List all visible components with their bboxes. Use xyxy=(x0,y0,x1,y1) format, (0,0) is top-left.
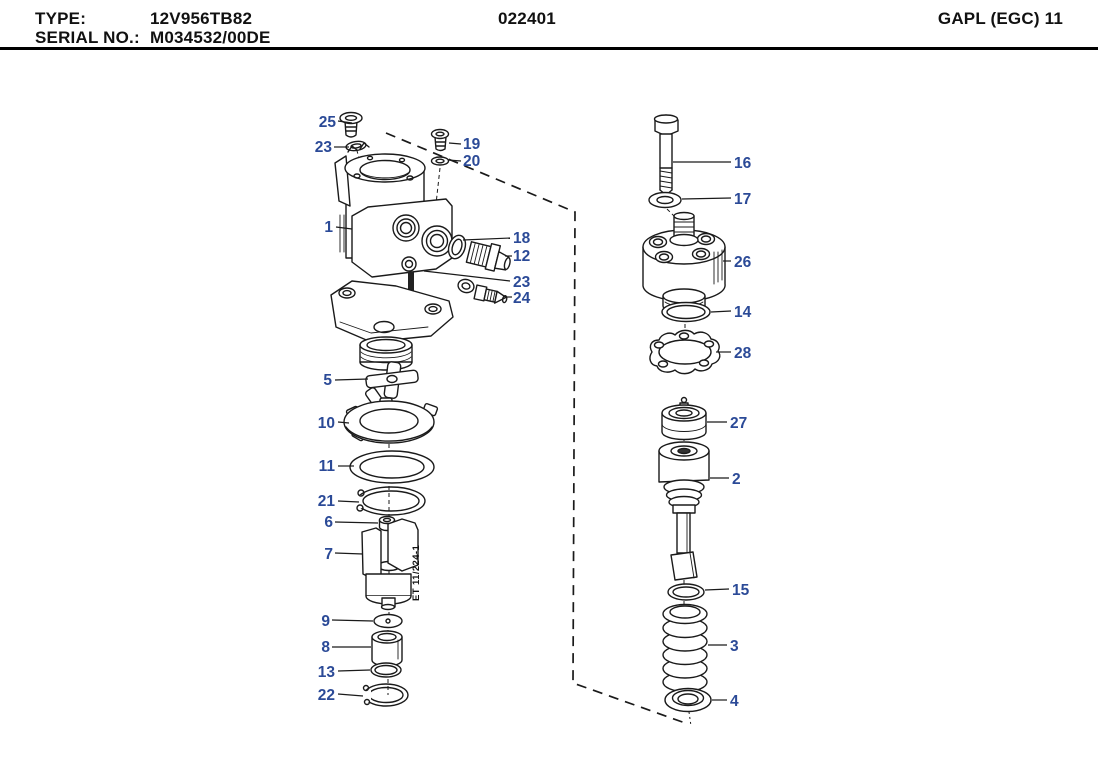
callout-18: 18 xyxy=(513,230,531,247)
callout-21: 21 xyxy=(318,493,336,510)
part-1-pump-housing xyxy=(330,142,454,371)
part-26-valve-block xyxy=(642,211,726,314)
callout-13: 13 xyxy=(318,664,336,681)
callout-28: 28 xyxy=(734,345,752,362)
part-10-cam-ring xyxy=(343,397,439,444)
callout-9: 9 xyxy=(321,613,330,630)
part-17-washer xyxy=(648,191,682,209)
page-reference: GAPL (EGC) 11 xyxy=(937,9,1063,28)
callout-12: 12 xyxy=(513,248,530,265)
part-2-delivery-valve xyxy=(658,441,710,581)
callout-23-lower: 23 xyxy=(513,274,531,291)
callout-22: 22 xyxy=(318,687,335,704)
part-11-shim-ring xyxy=(349,450,435,484)
callout-14: 14 xyxy=(734,304,752,321)
part-3-spring xyxy=(662,603,708,693)
type-value: 12V956TB82 xyxy=(150,9,253,28)
doc-number: 022401 xyxy=(498,9,556,28)
part-23-washer-lower xyxy=(457,278,475,294)
callout-4: 4 xyxy=(730,693,739,710)
callout-23-upper: 23 xyxy=(315,139,333,156)
callout-16: 16 xyxy=(734,155,752,172)
part-18-sealing-washer xyxy=(447,234,467,260)
callout-11: 11 xyxy=(319,458,336,475)
part-12-threaded-fitting xyxy=(465,241,511,272)
callout-17: 17 xyxy=(734,191,751,208)
part-13-ring xyxy=(370,662,402,678)
callout-27: 27 xyxy=(730,415,747,432)
callout-26: 26 xyxy=(734,254,752,271)
callout-labels: 25 23 19 20 1 18 12 23 24 5 10 11 21 6 7… xyxy=(315,114,752,710)
callout-25: 25 xyxy=(319,114,337,131)
serial-label: SERIAL NO.: xyxy=(35,28,140,47)
callout-7: 7 xyxy=(324,546,333,563)
inline-part-note: ET 11/224-1 xyxy=(411,545,422,601)
callout-5: 5 xyxy=(323,372,332,389)
part-22-snap-ring xyxy=(360,683,409,707)
part-28-gasket xyxy=(649,329,721,375)
part-15-o-ring xyxy=(667,583,705,601)
leader-lines xyxy=(331,120,732,701)
serial-value: M034532/00DE xyxy=(150,28,271,47)
callout-24: 24 xyxy=(513,290,531,307)
part-4-spring-seat xyxy=(664,687,712,713)
callout-20: 20 xyxy=(463,153,480,170)
part-25-screw xyxy=(339,111,363,138)
section-boundary-dashed-line xyxy=(385,132,689,725)
part-19-screw xyxy=(430,128,450,152)
callout-3: 3 xyxy=(730,638,739,655)
callout-8: 8 xyxy=(321,639,330,656)
header-divider xyxy=(0,47,1098,50)
callout-1: 1 xyxy=(324,219,333,236)
callout-19: 19 xyxy=(463,136,481,153)
part-27-cap xyxy=(661,396,707,441)
part-8-piston xyxy=(371,630,403,667)
callout-2: 2 xyxy=(732,471,741,488)
part-14-o-ring xyxy=(661,301,711,323)
callout-15: 15 xyxy=(732,582,750,599)
part-20-washer xyxy=(430,156,450,166)
part-24-valve-fitting xyxy=(473,284,508,304)
callout-6: 6 xyxy=(324,514,333,531)
part-7-tappet xyxy=(361,518,419,611)
part-9-disc xyxy=(373,613,403,629)
type-label: TYPE: xyxy=(35,9,87,28)
part-16-bolt xyxy=(653,114,679,196)
callout-10: 10 xyxy=(318,415,335,432)
